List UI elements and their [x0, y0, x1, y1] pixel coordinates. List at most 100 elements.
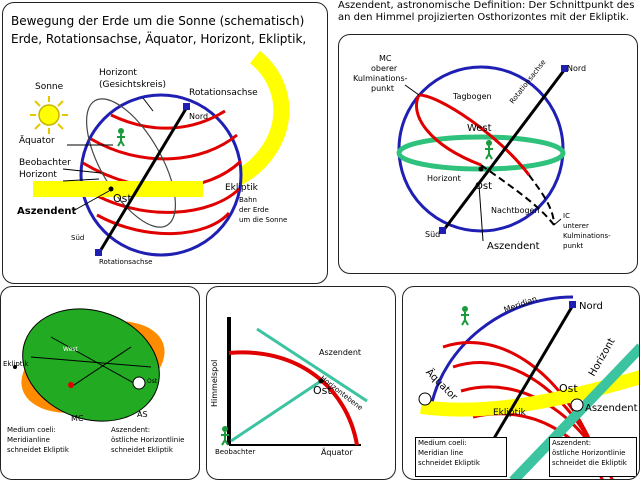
ecliptic-desc-1: Bahn — [239, 196, 257, 204]
observer-figure — [221, 426, 229, 446]
west-label: West — [467, 123, 492, 134]
horizon-band — [509, 343, 639, 479]
mc-point — [68, 382, 74, 388]
west-label: West — [63, 346, 78, 353]
ecliptic-desc-2: der Erde — [239, 206, 269, 214]
day-bow-lower — [415, 94, 482, 167]
medium-coeli-1: Medium coeli: — [418, 439, 467, 447]
observer-figure — [117, 128, 125, 147]
north-label: Nord — [189, 112, 209, 121]
observer-label: Beobachter — [215, 448, 256, 456]
east-point — [108, 186, 114, 192]
panel1-title-1: Bewegung der Erde um die Sonne (schemati… — [11, 14, 305, 28]
medium-coeli-box: Medium coeli: Meridian line schneidet Ek… — [415, 437, 507, 477]
ascendant-1: Aszendent: — [111, 426, 151, 434]
disk-lines — [30, 336, 152, 388]
arc-red — [228, 350, 359, 446]
horizon-plane-diagram — [221, 317, 368, 446]
as-point — [132, 376, 146, 390]
meridian-arc — [429, 295, 574, 408]
panel-earth-orbit: Bewegung der Erde um die Sonne (schemati… — [2, 2, 328, 284]
ecliptic-label: Ekliptik — [225, 183, 258, 193]
east-label: Ost — [475, 181, 493, 192]
as-point — [570, 398, 584, 412]
medium-coeli-1: Medium coeli: — [7, 426, 56, 434]
ascendant-globe-diagram — [396, 65, 568, 242]
horizon-label: Horizont — [427, 174, 461, 183]
axis-bottom-label: Rotationsachse — [99, 258, 153, 266]
mc-label-2: oberer — [371, 64, 398, 73]
south-pole-marker — [95, 249, 102, 256]
ecliptic-band — [420, 370, 639, 417]
ecliptic-disk-diagram — [13, 308, 165, 422]
south-label: Süd — [71, 234, 85, 242]
south-pole-marker — [439, 227, 446, 234]
panel-ecliptic-disk: Ekliptik West Ost MC AS Medium coeli: Me… — [0, 286, 200, 480]
earth-orbit-diagram — [30, 50, 290, 257]
mc-point — [418, 392, 432, 406]
ascendant-label: Aszendent — [585, 403, 638, 414]
horizon-label-2: (Gesichtskreis) — [99, 80, 167, 90]
horizon-circle — [86, 98, 176, 228]
ascendant-3: schneidet Ekliptik — [111, 446, 173, 454]
south-label: Süd — [425, 230, 441, 239]
east-label: Ost — [113, 192, 132, 205]
leader-lines — [404, 84, 562, 242]
ascendant-label: Aszendent — [487, 241, 540, 252]
north-pole-marker — [561, 65, 568, 72]
horizon-disk-green — [22, 308, 160, 422]
north-label: Nord — [567, 64, 587, 73]
horizon-label-1: Horizont — [99, 68, 137, 78]
east-label: Ost — [147, 378, 158, 385]
day-bow — [418, 93, 531, 176]
as-label: AS — [137, 410, 148, 419]
panel-horizon-plane: Himmelspol Aszendent Horizontebene Ost B… — [206, 286, 396, 480]
medium-coeli-2: Meridian line — [418, 449, 464, 457]
panel-ascendant-definition: Nord Rotationsachse MC oberer Kulminatio… — [338, 34, 638, 274]
rotation-axis — [97, 106, 189, 254]
ecliptic-desc-3: um die Sonne — [239, 216, 288, 224]
north-pole-marker — [183, 103, 190, 110]
header-line-2: an den Himmel projizierten Osthorizontes… — [338, 12, 629, 23]
night-bow-2 — [528, 174, 555, 226]
ascendant-2: östliche Horizontlinie — [111, 436, 185, 444]
mc-label-1: MC — [379, 54, 392, 63]
horizon-plane-line — [256, 327, 368, 403]
horizon-label: Horizont — [19, 170, 57, 180]
rotation-axis-label: Rotationsachse — [189, 88, 258, 98]
panel1-title-2: Erde, Rotationsachse, Äquator, Horizont,… — [11, 32, 307, 46]
pole-label: Himmelspol — [210, 359, 219, 407]
ascendant-label: Aszendent — [17, 206, 77, 217]
medium-coeli-3: schneidet Ekliptik — [418, 459, 480, 467]
rotation-axis — [441, 68, 567, 232]
observer-figure — [461, 306, 469, 326]
east-point — [478, 166, 484, 172]
horizon-line — [230, 379, 322, 443]
medium-coeli-2: Meridianline — [7, 436, 50, 444]
daybow-label: Tagbogen — [453, 92, 492, 101]
east-label: Ost — [559, 382, 578, 395]
ecliptic-label: Ekliptik — [3, 360, 29, 368]
equator-label: Äquator — [321, 448, 353, 457]
ic-label-3: Kulminations- — [563, 232, 611, 240]
ic-label-4: punkt — [563, 242, 584, 250]
panel-closeup: Meridian Nord Horizont Äquator Ost Aszen… — [402, 286, 640, 480]
ascendant-box-1: Aszendent: — [552, 439, 592, 447]
ecliptic-label: Ekliptik — [493, 408, 526, 418]
ascendant-box: Aszendent: östliche Horizontlinie schnei… — [549, 437, 637, 477]
rotation-axis — [481, 304, 575, 458]
east-label: Ost — [313, 384, 332, 397]
north-label: Nord — [579, 301, 603, 312]
ascendant-label: Aszendent — [319, 348, 362, 357]
observer-figure — [485, 140, 493, 160]
mc-label-4: punkt — [371, 84, 394, 93]
sun-icon — [30, 96, 68, 134]
ic-label-2: unterer — [563, 222, 589, 230]
medium-coeli-3: schneidet Ekliptik — [7, 446, 69, 454]
ic-label-1: IC — [563, 212, 570, 220]
sun-label: Sonne — [35, 82, 64, 92]
leader-lines — [62, 97, 154, 212]
north-pole-marker — [569, 301, 576, 308]
ascendant-box-3: schneidet die Ekliptik — [552, 459, 627, 467]
mc-label: MC — [71, 414, 84, 423]
